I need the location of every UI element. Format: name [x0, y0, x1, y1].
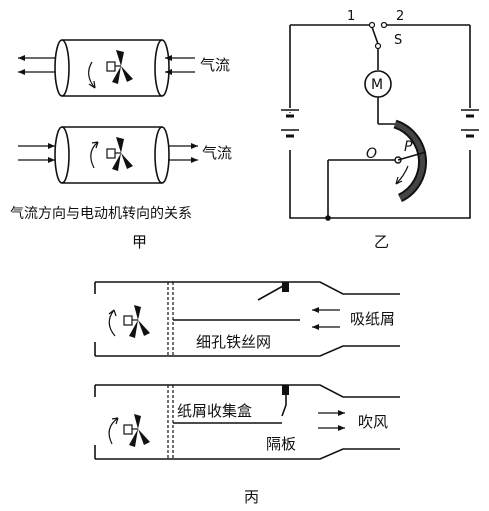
- airflow-label-bottom: 气流: [202, 144, 232, 162]
- panel-jia-caption: 气流方向与电动机转向的关系: [10, 206, 192, 222]
- panel-jia-label: 甲: [132, 233, 147, 251]
- switch-label: S: [394, 33, 402, 48]
- contact-label: P: [404, 139, 413, 155]
- blow-label: 吹风: [358, 413, 388, 431]
- arc-contact: [393, 119, 428, 203]
- motor-label: M: [371, 77, 383, 93]
- switch-contact-1: 1: [347, 9, 355, 24]
- panel-yi: 1 2 S M: [281, 9, 479, 251]
- panel-bing: 吸纸屑 细孔铁丝网 纸屑收集盒: [94, 281, 400, 506]
- airflow-label-top: 气流: [200, 56, 230, 74]
- mesh-label: 细孔铁丝网: [196, 333, 271, 351]
- vacuum-device-bottom: [94, 384, 400, 460]
- pivot-label: O: [366, 146, 377, 162]
- collector-label: 纸屑收集盒: [177, 402, 252, 420]
- baffle-label: 隔板: [266, 435, 296, 453]
- fan-cylinder-bottom: [18, 126, 198, 184]
- battery-left: [281, 108, 299, 150]
- panel-bing-label: 丙: [244, 488, 259, 506]
- motor-m: M: [364, 70, 395, 125]
- panel-yi-label: 乙: [374, 233, 389, 251]
- vacuum-device-top: [94, 281, 400, 357]
- pivot-arm: [325, 151, 427, 221]
- suction-label: 吸纸屑: [350, 310, 395, 328]
- switch-contact-2: 2: [396, 9, 404, 24]
- fan-cylinder-top: [18, 39, 195, 97]
- battery-right: [461, 108, 479, 150]
- panel-jia: 气流 气流 气流方向与电动机转向的关系: [10, 39, 232, 251]
- switch-s: [368, 21, 388, 70]
